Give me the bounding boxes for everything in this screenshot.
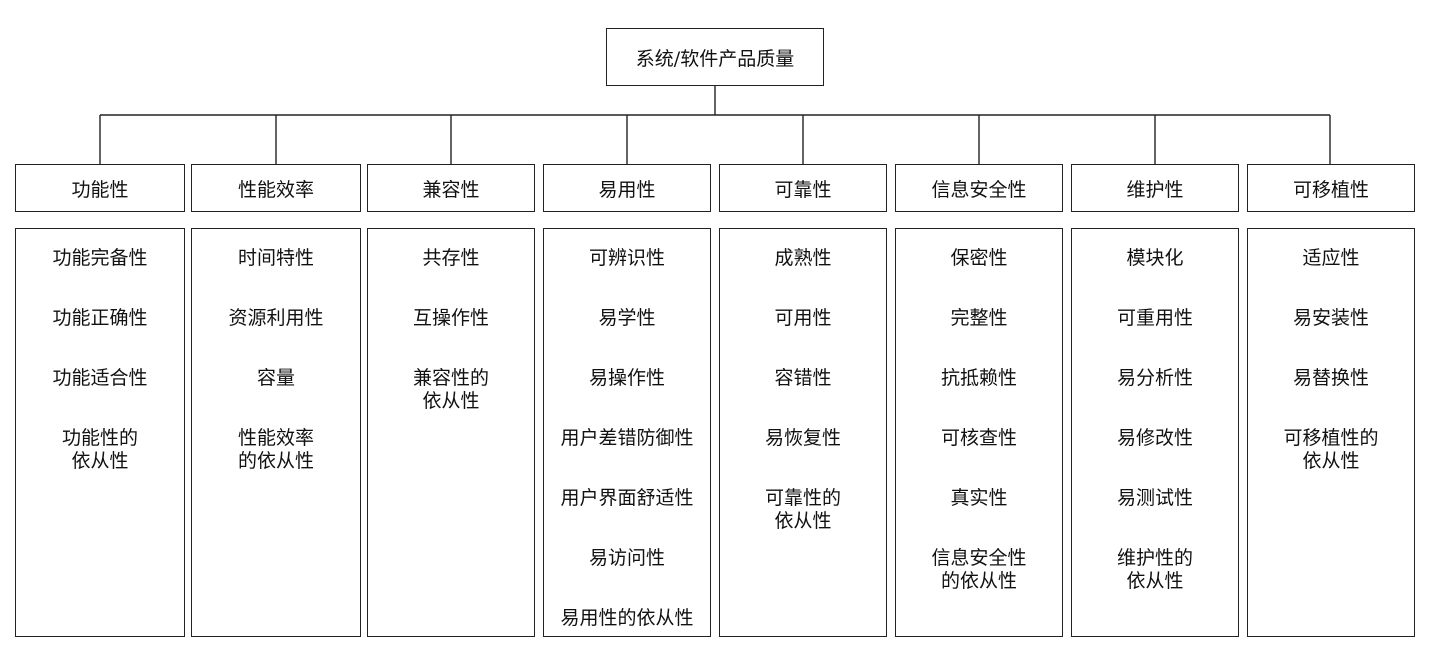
list-item: 成熟性 — [774, 247, 832, 269]
list-item: 性能效率 的依从性 — [237, 427, 314, 472]
subcharacteristic-list: 共存性 互操作性 兼容性的 依从性 — [367, 228, 535, 637]
list-item: 兼容性的 依从性 — [412, 367, 489, 412]
category-box: 可移植性 — [1247, 164, 1415, 212]
list-item: 资源利用性 — [228, 307, 324, 329]
root-box: 系统/软件产品质量 — [606, 28, 824, 86]
list-item: 保密性 — [950, 247, 1008, 269]
list-item: 易替换性 — [1292, 367, 1369, 389]
list-item: 信息安全性 的依从性 — [931, 547, 1027, 592]
list-item: 可重用性 — [1116, 307, 1193, 329]
list-item: 功能正确性 — [52, 307, 148, 329]
list-item: 易操作性 — [588, 367, 665, 389]
category-box: 维护性 — [1071, 164, 1239, 212]
list-item: 易访问性 — [588, 547, 665, 569]
list-item: 容错性 — [774, 367, 832, 389]
list-item: 功能性的 依从性 — [61, 427, 138, 472]
list-item: 适应性 — [1302, 247, 1360, 269]
category-box: 可靠性 — [719, 164, 887, 212]
list-item: 功能完备性 — [52, 247, 148, 269]
list-item: 共存性 — [422, 247, 480, 269]
list-item: 易学性 — [598, 307, 656, 329]
list-item: 功能适合性 — [52, 367, 148, 389]
list-item: 可用性 — [774, 307, 832, 329]
list-item: 可核查性 — [940, 427, 1017, 449]
list-item: 互操作性 — [412, 307, 489, 329]
list-item: 易测试性 — [1116, 487, 1193, 509]
category-box: 性能效率 — [191, 164, 361, 212]
subcharacteristic-list: 模块化 可重用性 易分析性 易修改性 易测试性 维护性的 依从性 — [1071, 228, 1239, 637]
list-item: 维护性的 依从性 — [1116, 547, 1193, 592]
list-item: 用户界面舒适性 — [560, 487, 694, 509]
subcharacteristic-list: 时间特性 资源利用性 容量 性能效率 的依从性 — [191, 228, 361, 637]
subcharacteristic-list: 适应性 易安装性 易替换性 可移植性的 依从性 — [1247, 228, 1415, 637]
list-item: 抗抵赖性 — [940, 367, 1017, 389]
category-box: 兼容性 — [367, 164, 535, 212]
subcharacteristic-list: 保密性 完整性 抗抵赖性 可核查性 真实性 信息安全性 的依从性 — [895, 228, 1063, 637]
subcharacteristic-list: 成熟性 可用性 容错性 易恢复性 可靠性的 依从性 — [719, 228, 887, 637]
list-item: 时间特性 — [237, 247, 314, 269]
list-item: 可靠性的 依从性 — [764, 487, 841, 532]
category-box: 功能性 — [15, 164, 185, 212]
list-item: 可辨识性 — [588, 247, 665, 269]
list-item: 容量 — [256, 367, 295, 389]
list-item: 易安装性 — [1292, 307, 1369, 329]
list-item: 模块化 — [1126, 247, 1184, 269]
list-item: 完整性 — [950, 307, 1008, 329]
list-item: 用户差错防御性 — [560, 427, 694, 449]
list-item: 可移植性的 依从性 — [1283, 427, 1379, 472]
list-item: 易恢复性 — [764, 427, 841, 449]
list-item: 易分析性 — [1116, 367, 1193, 389]
category-box: 易用性 — [543, 164, 711, 212]
list-item: 易修改性 — [1116, 427, 1193, 449]
subcharacteristic-list: 可辨识性 易学性 易操作性 用户差错防御性 用户界面舒适性 易访问性 易用性的依… — [543, 228, 711, 637]
list-item: 真实性 — [950, 487, 1008, 509]
subcharacteristic-list: 功能完备性 功能正确性 功能适合性 功能性的 依从性 — [15, 228, 185, 637]
list-item: 易用性的依从性 — [560, 607, 694, 629]
category-box: 信息安全性 — [895, 164, 1063, 212]
